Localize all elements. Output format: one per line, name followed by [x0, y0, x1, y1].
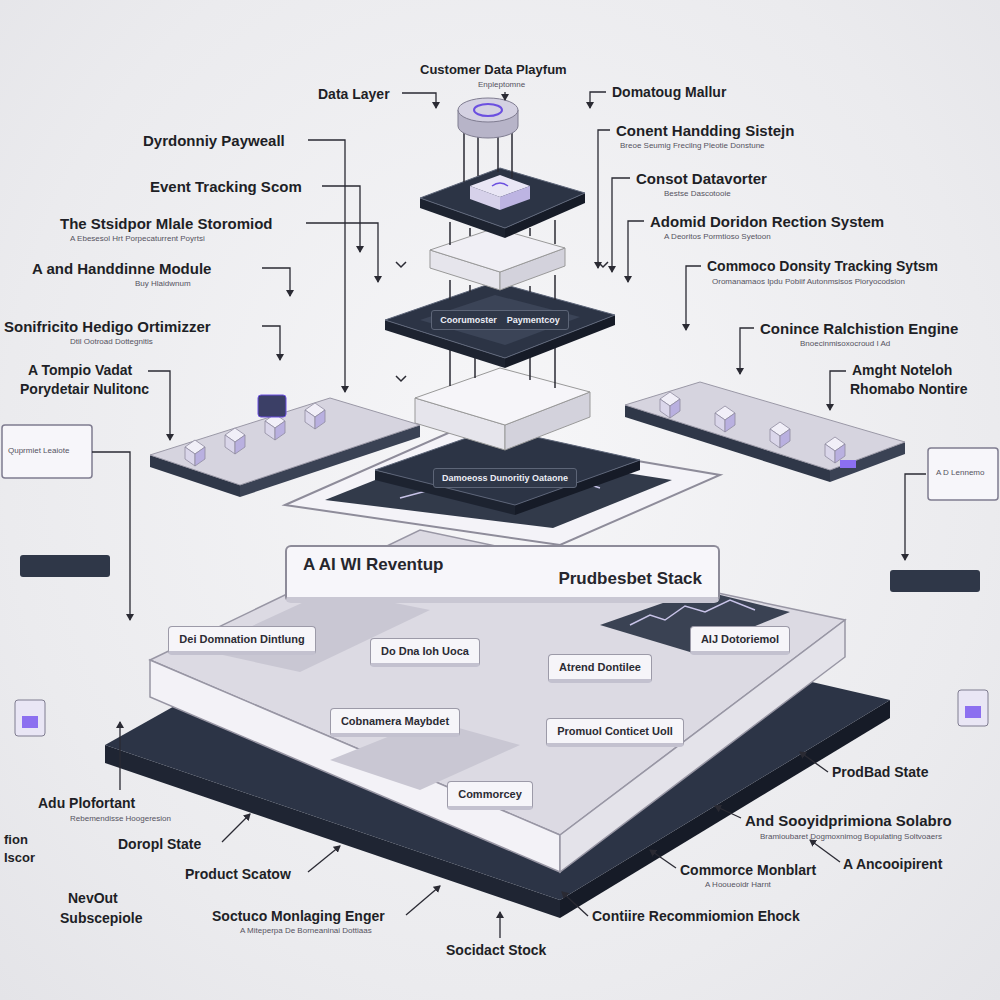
callout-label: Subscepiole [60, 910, 142, 927]
callout-note: A Miteperpa De Borneaninai Dottiaas [240, 926, 372, 936]
callout-label: Consot Datavorter [636, 170, 767, 188]
callout-label: NevOut [68, 890, 118, 907]
callout-label: Commorce Monblart [680, 862, 816, 879]
node-text: Prudbesbet Stack [558, 569, 702, 589]
callout-label: ProdBad State [832, 764, 928, 781]
node-text: Cobnamera Maybdet [341, 715, 449, 727]
node-text: AIJ Dotoriemol [701, 633, 779, 645]
callout-label: Sonifricito Hedigo Ortimizzer [4, 318, 211, 336]
dark-plate: Damoeoss Dunoritiy Oataone [433, 468, 577, 488]
tier-box: Cobnamera Maybdet [330, 708, 460, 737]
callout-label: And Sooyidprimiona Solabro [745, 812, 952, 830]
callout-label: A Tompio Vadat [28, 362, 132, 379]
callout-note: A Ebesesol Hrt Porpecaturrent Poyrtsi [70, 234, 205, 244]
callout-note: Bramioubaret Dogmoxnimog Bopulating Solt… [760, 832, 942, 842]
callout-label: Conent Handding Sistejn [616, 122, 794, 140]
callout-label: Commoco Donsity Tracking Sytsm [707, 258, 938, 275]
node-text: Dei Domnation Dintlung [179, 633, 304, 645]
callout-note: Rebemendisse Hoogeresion [70, 814, 171, 824]
callout-label: Customer Data Playfum [420, 62, 567, 78]
callout-label: Iscor [4, 850, 35, 866]
callout-label: Soctuco Monlaging Enger [212, 908, 385, 925]
node-text: Commorcey [458, 788, 522, 800]
tier-box: Do Dna Ioh Uoca [370, 638, 480, 667]
tier-box: Dei Domnation Dintlung [168, 626, 315, 655]
callout-label: Doropl State [118, 836, 201, 853]
node-text: Coorumoster [440, 315, 497, 325]
callout-note: Buy Hlaidwnum [135, 279, 191, 289]
tier-box: Commorcey [447, 781, 533, 810]
callout-note: Dtil Ootroad Dottegnitis [70, 337, 153, 347]
callout-label: Event Tracking Scom [150, 178, 302, 196]
callout-note: Quprmiet Leaiote [8, 446, 69, 456]
tier-box: AIJ Dotoriemol [690, 626, 790, 655]
node-text: Do Dna Ioh Uoca [381, 645, 469, 657]
callout-label: Porydetair Nulitonc [20, 381, 149, 398]
callout-note: Breoe Seumig Frecilng Pleotie Donstune [620, 141, 765, 151]
callout-label: Contiire Recommiomion Ehock [592, 908, 800, 925]
callout-label: Domatoug Mallur [612, 84, 726, 101]
callout-label: Conince Ralchistion Engine [760, 320, 958, 338]
callout-note: A Deoritos Pormtioso Syetoon [664, 232, 771, 242]
callout-label: A and Handdinne Module [32, 260, 211, 278]
callout-label: Dyrdonniy Payweall [143, 132, 285, 150]
node-text: Promuol Conticet Uoll [557, 725, 673, 737]
node-text: A AI WI Reventup [303, 555, 443, 575]
callout-label: Rhomabo Nontire [850, 381, 967, 398]
tier-box: Atrend Dontilee [548, 654, 652, 683]
callout-label: Adomid Doridon Rection System [650, 213, 884, 231]
callout-label: A Ancooipirent [843, 856, 942, 873]
node-text: Paymentcoy [507, 315, 560, 325]
callout-note: Oromanamaos Ipdu Pobiif Autonmsisos Pior… [712, 277, 905, 287]
callout-note: A D Lennemo [936, 468, 984, 478]
node-text: Atrend Dontilee [559, 661, 641, 673]
callout-label: Data Layer [318, 86, 390, 103]
node-text: Damoeoss Dunoritiy Oataone [442, 473, 568, 483]
callout-label: Adu Plofortant [38, 795, 135, 812]
callout-note: A Hooueoidr Harnt [705, 880, 771, 890]
callout-label: Socidact Stock [446, 942, 546, 959]
callout-note: Enpleptomne [478, 80, 525, 90]
dark-plate: Coorumoster Paymentcoy [431, 310, 569, 330]
tier-box: Promuol Conticet Uoll [546, 718, 684, 747]
callout-label: The Stsidpor Mlale Storomiod [60, 215, 273, 233]
callout-label: fion [4, 832, 28, 848]
stack-plate: A AI WI ReventupPrudbesbet Stack [285, 545, 720, 603]
callout-note: Bestse Dascotooie [664, 189, 731, 199]
callout-note: Bnoecinmisoxocroud I Ad [800, 339, 890, 349]
callout-label: Amght Noteloh [852, 362, 952, 379]
callout-label: Product Scatow [185, 866, 291, 883]
